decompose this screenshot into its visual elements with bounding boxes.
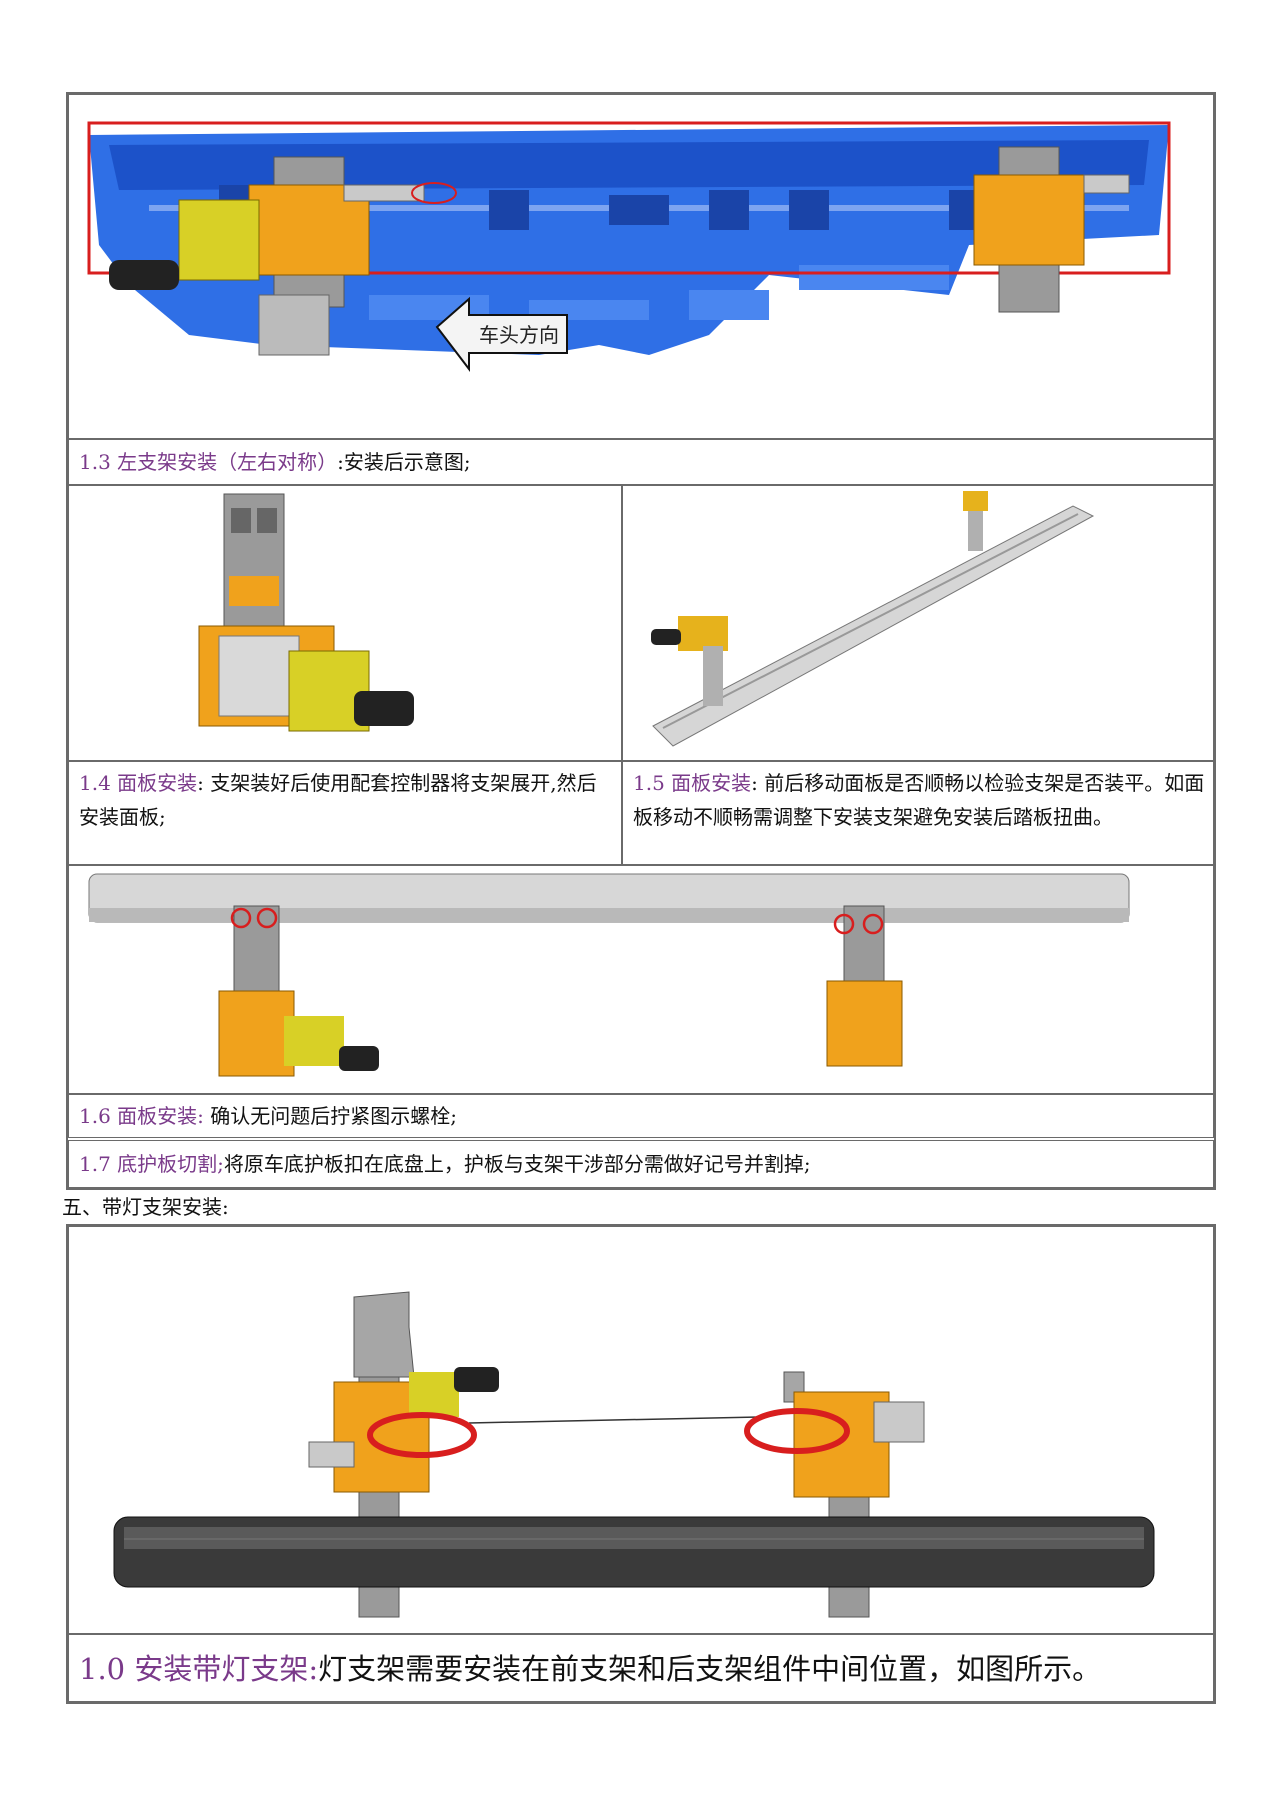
step-1-5-cell: 1.5 面板安装: 前后移动面板是否顺畅以检验支架是否装平。如面板移动不顺畅需调… xyxy=(622,761,1214,865)
step-1-7-label: 1.7 底护板切割; xyxy=(79,1152,224,1176)
bracket-closeup-cell xyxy=(68,485,622,761)
step-1-5-label: 1.5 面板安装 xyxy=(633,771,752,795)
step-1-3-cell: 1.3 左支架安装（左右对称）:安装后示意图; xyxy=(68,439,1214,485)
step-1-7-cell: 1.7 底护板切割;将原车底护板扣在底盘上，护板与支架干涉部分需做好记号并割掉; xyxy=(68,1140,1214,1188)
light-bracket-illustration xyxy=(113,1291,1155,1618)
step-1-0-cell: 1.0 安装带灯支架:灯支架需要安装在前支架和后支架组件中间位置，如图所示。 xyxy=(68,1634,1214,1702)
direction-arrow-label: 车头方向 xyxy=(479,323,559,347)
light-bracket-image-cell xyxy=(68,1226,1214,1634)
chassis-image-cell: 车头方向 xyxy=(68,94,1214,439)
step-1-6-label: 1.6 面板安装: xyxy=(79,1104,204,1128)
running-board-cell xyxy=(622,485,1214,761)
step-1-4-cell: 1.4 面板安装: 支架装好后使用配套控制器将支架展开,然后安装面板; xyxy=(68,761,622,865)
step-1-0-label: 1.0 安装带灯支架: xyxy=(79,1652,319,1686)
step-1-6-cell: 1.6 面板安装: 确认无问题后拧紧图示螺栓; xyxy=(68,1094,1214,1138)
step-1-4-label: 1.4 面板安装 xyxy=(79,771,198,795)
step-1-3-label: 1.3 左支架安装（左右对称） xyxy=(79,450,338,474)
install-table-1 xyxy=(66,92,1216,1190)
board-bolts-cell xyxy=(68,865,1214,1094)
install-table-2 xyxy=(66,1224,1216,1704)
step-1-5-text: : 前后移动面板是否顺畅以检验支架是否装平。如面板移动不顺畅需调整下安装支架避免… xyxy=(633,771,1205,829)
bracket-closeup-illustration xyxy=(198,493,414,732)
step-1-3-text: :安装后示意图; xyxy=(337,450,471,474)
step-1-7-text: 将原车底护板扣在底盘上，护板与支架干涉部分需做好记号并割掉; xyxy=(223,1152,811,1176)
step-1-0-text: 灯支架需要安装在前支架和后支架组件中间位置，如图所示。 xyxy=(318,1652,1102,1686)
step-1-6-text: 确认无问题后拧紧图示螺栓; xyxy=(203,1104,458,1128)
step-1-4-text: : 支架装好后使用配套控制器将支架展开,然后安装面板; xyxy=(79,771,597,829)
running-board-illustration xyxy=(651,491,1095,747)
section-5-heading: 五、带灯支架安装: xyxy=(62,1195,229,1219)
board-bolts-illustration xyxy=(88,873,1130,1077)
chassis-illustration: 车头方向 xyxy=(87,121,1171,372)
